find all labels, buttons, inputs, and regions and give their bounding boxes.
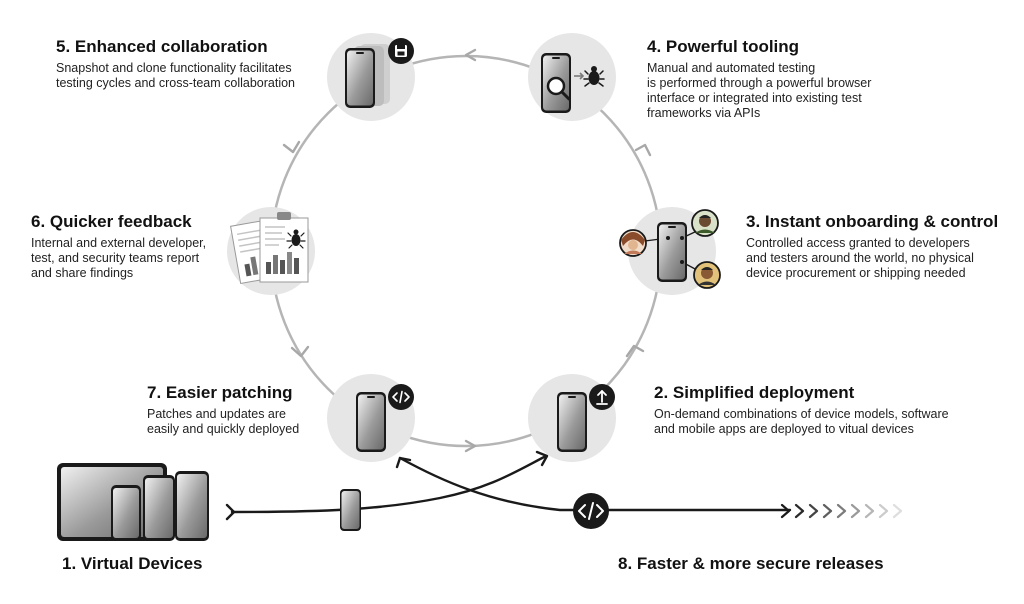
release-code-badge	[573, 493, 609, 529]
step-2-deployment: 2. Simplified deployment On-demand combi…	[654, 383, 949, 437]
avatar	[619, 229, 647, 257]
code-icon	[388, 384, 414, 410]
node-collaboration	[345, 38, 414, 108]
step-title: 6. Quicker feedback	[31, 212, 192, 231]
code-icon	[573, 493, 609, 529]
bug-icon	[583, 66, 605, 87]
report-documents-icon	[230, 212, 309, 285]
step-4-tooling: 4. Powerful tooling Manual and automated…	[647, 37, 871, 121]
step-description: Manual and automated testing is performe…	[647, 61, 872, 120]
node-onboarding	[619, 209, 721, 289]
step-title: 4. Powerful tooling	[647, 37, 800, 56]
node-patching	[356, 384, 414, 452]
step-1-virtual-devices-title: 1. Virtual Devices	[62, 554, 203, 573]
step-description: Internal and external developer, test, a…	[31, 236, 207, 280]
ring-arrows	[282, 48, 652, 453]
virtual-devices-icon	[57, 463, 209, 541]
step-3-onboarding: 3. Instant onboarding & control Controll…	[746, 212, 998, 281]
moving-phone	[340, 489, 361, 531]
magnifier-icon	[546, 76, 571, 101]
step-title: 5. Enhanced collaboration	[56, 37, 268, 56]
step-5-collaboration: 5. Enhanced collaboration Snapshot and c…	[56, 37, 295, 91]
step-7-patching: 7. Easier patching Patches and updates a…	[147, 383, 299, 437]
avatar	[693, 261, 721, 289]
flow-line-from-patching	[398, 456, 792, 512]
node-feedback	[230, 212, 309, 285]
step-8-releases-title: 8. Faster & more secure releases	[618, 554, 884, 573]
step-description: Snapshot and clone functionality facilit…	[56, 61, 296, 90]
step-title: 7. Easier patching	[147, 383, 293, 402]
arrow-right-icon	[574, 72, 585, 80]
save-icon	[388, 38, 414, 64]
team-avatars-icon	[619, 209, 721, 289]
release-chevrons	[780, 503, 903, 519]
step-description: On-demand combinations of device models,…	[654, 407, 949, 436]
step-6-feedback: 6. Quicker feedback Internal and externa…	[31, 212, 206, 281]
step-title: 3. Instant onboarding & control	[746, 212, 999, 231]
step-description: Patches and updates are easily and quick…	[147, 407, 300, 436]
upload-icon	[589, 384, 615, 410]
flow-lines	[225, 450, 792, 521]
flow-line-to-deployment	[230, 454, 548, 514]
step-title: 2. Simplified deployment	[654, 383, 855, 402]
step-description: Controlled access granted to developers …	[746, 236, 974, 280]
bug-icon	[286, 229, 306, 249]
avatar	[691, 209, 719, 237]
node-deployment	[557, 384, 615, 452]
node-tooling	[541, 53, 605, 113]
